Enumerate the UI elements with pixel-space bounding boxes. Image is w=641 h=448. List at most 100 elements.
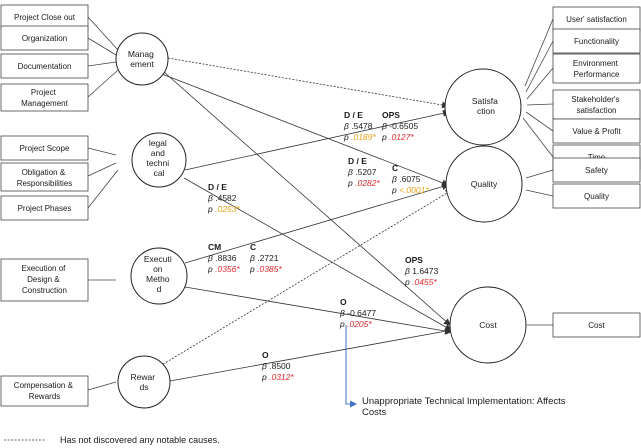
annotation-arrow (345, 325, 357, 408)
stat-legal-satisfaction-de: D / E β .5478 p .0189* (343, 110, 376, 142)
stat-beta: β 1.6473 (404, 266, 439, 276)
node-label: Cost (479, 320, 497, 330)
stat-beta: β .5478 (343, 121, 373, 131)
node-label: Rewar ds (131, 372, 158, 392)
box-project-management (0, 83, 89, 112)
box-obligation-responsibilities (0, 162, 89, 192)
stat-beta: β .5207 (347, 167, 377, 177)
stat-p: p .0282* (347, 178, 380, 188)
stat-p: p .0127* (381, 132, 414, 142)
box-project-scope (0, 135, 89, 161)
stat-header: D / E (348, 156, 367, 166)
box-users-satisfaction (552, 6, 641, 32)
cause-nodes: Manag ement legal and techni cal Executi… (115, 32, 188, 409)
stat-header: D / E (208, 182, 227, 192)
box-execution-design-construction (0, 258, 89, 302)
box-label: Project Management (21, 88, 68, 108)
node-management (115, 32, 169, 86)
arrow-legal-satisfaction (184, 109, 450, 171)
input-connectors (87, 16, 119, 391)
stat-header: C (250, 242, 256, 252)
stat-p: p .0356* (207, 264, 240, 274)
stat-management-quality-c: C β .6075 p <.0001* (391, 163, 429, 195)
stat-p: p <.0001* (391, 185, 429, 195)
stat-rewards-cost-o: O β .8500 p .0312* (261, 350, 294, 382)
stat-p: p .0455* (404, 277, 437, 287)
box-label: Project Scope (20, 144, 70, 153)
box-project-phases (0, 195, 89, 221)
box-label: Stakeholder's satisfaction (571, 95, 621, 115)
stat-p: p .0253* (207, 204, 240, 214)
stat-header: CM (208, 242, 221, 252)
stat-beta: β .2721 (249, 253, 279, 263)
box-label: Quality (584, 192, 609, 201)
stat-beta: β -0.6505 (381, 121, 418, 131)
box-compensation-rewards (0, 375, 89, 407)
stat-p: p .0205* (339, 319, 372, 329)
box-label: User' satisfaction (566, 15, 627, 24)
box-value-profit (552, 118, 641, 144)
stat-p: p .0385* (249, 264, 282, 274)
node-satisfaction (444, 68, 522, 146)
stat-labels: D / E β .5478 p .0189* OPS β -0.6505 p .… (207, 110, 439, 382)
node-execution-method (130, 247, 188, 305)
stat-management-quality-de: D / E β .5207 p .0282* (347, 156, 380, 188)
arrow-management-cost (163, 71, 451, 326)
stat-management-cost-ops: OPS β 1.6473 p .0455* (404, 255, 439, 287)
box-label: Project Phases (18, 204, 72, 213)
box-label: Cost (588, 321, 605, 330)
stat-beta: β .6075 (391, 174, 421, 184)
stat-header: O (340, 297, 347, 307)
stat-p: p .0312* (261, 372, 294, 382)
stat-execution-cost-o: O β -0.6477 p .0205* (339, 297, 376, 329)
box-safety (552, 157, 641, 183)
causal-arrows (159, 57, 453, 382)
box-label: Execution of Design & Construction (21, 264, 67, 295)
stat-legal-satisfaction-ops: OPS β -0.6505 p .0127* (381, 110, 418, 142)
stat-beta: β .8836 (207, 253, 237, 263)
stat-header: D / E (344, 110, 363, 120)
arrow-execution-quality (184, 183, 449, 264)
left-boxes: Project Close out Organization Documenta… (0, 4, 89, 407)
box-label: Functionality (574, 37, 619, 46)
box-cost (552, 312, 641, 338)
box-label: Value & Profit (572, 127, 621, 136)
node-rewards (117, 355, 171, 409)
legend: Has not discovered any notable causes. (4, 435, 220, 445)
node-label: Quality (471, 179, 498, 189)
annotation-text: Unappropriate Technical Implementation: … (362, 396, 568, 418)
node-label: legal and techni cal (146, 138, 171, 178)
box-organization (0, 25, 89, 51)
stat-beta: β .8500 (261, 361, 291, 371)
stat-beta: β .4582 (207, 193, 237, 203)
arrow-rewards-quality (159, 189, 453, 367)
box-label: Documentation (18, 62, 72, 71)
outcome-nodes: Satisfa ction Quality Cost (444, 68, 527, 364)
box-label: Environment Performance (573, 59, 620, 79)
stat-header: OPS (405, 255, 423, 265)
stat-header: C (392, 163, 398, 173)
arrow-rewards-cost (169, 327, 453, 382)
node-legal-technical (131, 132, 187, 188)
box-project-close-out (0, 4, 89, 30)
box-quality (552, 183, 641, 209)
arrow-execution-cost (184, 286, 452, 335)
box-label: Safety (585, 166, 608, 175)
node-label: Executi on Metho d (144, 254, 174, 294)
stat-header: O (262, 350, 269, 360)
box-stakeholders-satisfaction (552, 89, 641, 120)
box-label: Time (588, 153, 606, 162)
box-label: Project Close out (14, 13, 76, 22)
box-label: Organization (22, 34, 67, 43)
stat-beta: β -0.6477 (339, 308, 376, 318)
node-label: Manag ement (128, 49, 156, 69)
node-label: Satisfa ction (472, 96, 500, 116)
stat-execution-c: C β .2721 p .0385* (249, 242, 282, 274)
box-documentation (0, 53, 89, 79)
box-label: Obligation & Responsibilities (17, 168, 73, 188)
output-connectors (522, 18, 554, 326)
box-label: Compensation & Rewards (14, 381, 75, 401)
stat-legal-cost-de: D / E β .4582 p .0253* (207, 182, 240, 214)
